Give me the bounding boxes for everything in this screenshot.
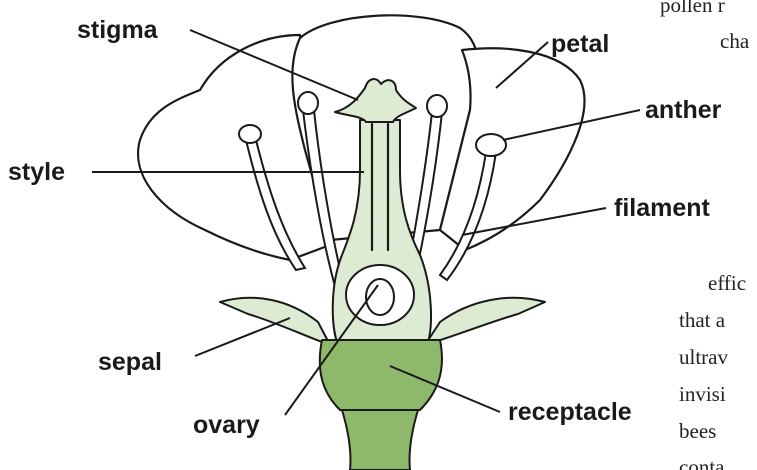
label-petal: petal [551,30,609,58]
receptacle-group [320,340,442,470]
receptacle-shape [320,340,442,410]
anther-3 [427,95,447,117]
anther-1 [239,125,261,143]
bg-text-line-1: pollen r [660,0,725,17]
label-anther: anther [645,96,722,124]
sepal-left [220,298,330,345]
label-ovary: ovary [193,411,260,439]
bg-text-line-6: invisi [679,382,726,406]
label-receptacle: receptacle [508,398,632,426]
anther-4 [476,134,506,156]
background-text: pollen r cha effic that a ultrav invisi … [660,0,750,470]
bg-text-line-8: conta [679,455,725,470]
sepal-right [425,298,545,345]
label-filament: filament [614,194,711,222]
bg-text-line-5: ultrav [679,345,728,369]
anther-2 [298,92,318,114]
bg-text-line-2: cha [720,29,750,53]
stem [342,410,418,470]
label-sepal: sepal [98,348,162,376]
leader-sepal [195,318,290,356]
label-stigma: stigma [77,16,159,44]
bg-text-line-4: that a [679,308,726,332]
bg-text-line-7: bees [679,419,716,443]
bg-text-line-3: effic [708,271,746,295]
label-style: style [8,158,65,186]
